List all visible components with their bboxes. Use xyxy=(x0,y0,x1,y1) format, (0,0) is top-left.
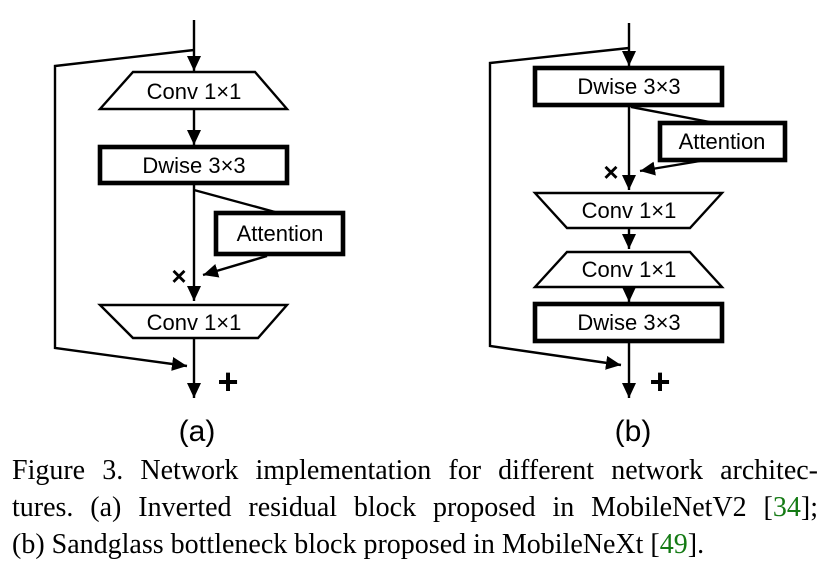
dwise-3x3-top-label-b: Dwise 3×3 xyxy=(577,74,680,99)
network-blocks-figure: Conv 1×1 Dwise 3×3 Attention × Conv 1×1 … xyxy=(53,20,788,448)
conv-1x1-reduce-label-a: Conv 1×1 xyxy=(147,310,242,335)
conv-1x1-expand-block-b xyxy=(532,250,725,289)
subfigure-label-b: (b) xyxy=(615,415,652,448)
citation-34: 34 xyxy=(772,492,801,523)
citation-49: 49 xyxy=(659,529,688,560)
conv-1x1-reduce-label-b: Conv 1×1 xyxy=(582,198,677,223)
diagram-b: Dwise 3×3 Attention × Conv 1×1 Conv 1×1 … xyxy=(488,23,788,448)
attention-label-b: Attention xyxy=(679,129,766,154)
caption-text: Figure 3. Network implementation for dif… xyxy=(12,455,818,486)
attention-in-wire-b xyxy=(630,105,716,125)
multiply-symbol-b: × xyxy=(603,157,618,187)
dwise-3x3-top-block-b xyxy=(532,65,725,108)
caption-line-3: (b) Sandglass bottleneck block proposed … xyxy=(12,526,818,563)
conv-1x1-expand-label-b: Conv 1×1 xyxy=(582,257,677,282)
multiply-symbol-a: × xyxy=(171,261,186,291)
attention-out-arrow-b xyxy=(639,159,701,176)
attention-in-wire-a xyxy=(193,188,276,214)
dwise-3x3-bottom-block-b xyxy=(532,301,725,344)
caption-text: tures. (a) Inverted residual block propo… xyxy=(12,492,773,523)
conv-1x1-reduce-block-b xyxy=(532,191,725,230)
caption-text: (b) Sandglass bottleneck block proposed … xyxy=(12,529,660,560)
attention-block-a xyxy=(213,210,346,257)
caption-text: ]. xyxy=(687,529,705,560)
figure-caption: Figure 3. Network implementation for dif… xyxy=(12,452,818,563)
attention-label-a: Attention xyxy=(237,221,324,246)
conv-1x1-reduce-block-a xyxy=(97,303,290,340)
subfigure-label-a: (a) xyxy=(179,415,216,448)
conv-1x1-expand-block-a xyxy=(97,70,290,111)
residual-skip-connection-b xyxy=(488,46,630,370)
add-symbol-b: + xyxy=(649,361,670,402)
attention-out-arrow-a xyxy=(202,254,268,278)
dwise-3x3-bottom-label-b: Dwise 3×3 xyxy=(577,310,680,335)
dwise-3x3-label-a: Dwise 3×3 xyxy=(142,153,245,178)
caption-text: ]; xyxy=(800,492,818,523)
residual-skip-connection-a xyxy=(53,48,195,371)
add-symbol-a: + xyxy=(217,361,238,402)
diagram-a: Conv 1×1 Dwise 3×3 Attention × Conv 1×1 … xyxy=(53,20,346,448)
caption-line-1: Figure 3. Network implementation for dif… xyxy=(12,452,818,489)
caption-line-2: tures. (a) Inverted residual block propo… xyxy=(12,489,818,526)
attention-block-b xyxy=(657,120,788,163)
conv-1x1-expand-label-a: Conv 1×1 xyxy=(147,79,242,104)
